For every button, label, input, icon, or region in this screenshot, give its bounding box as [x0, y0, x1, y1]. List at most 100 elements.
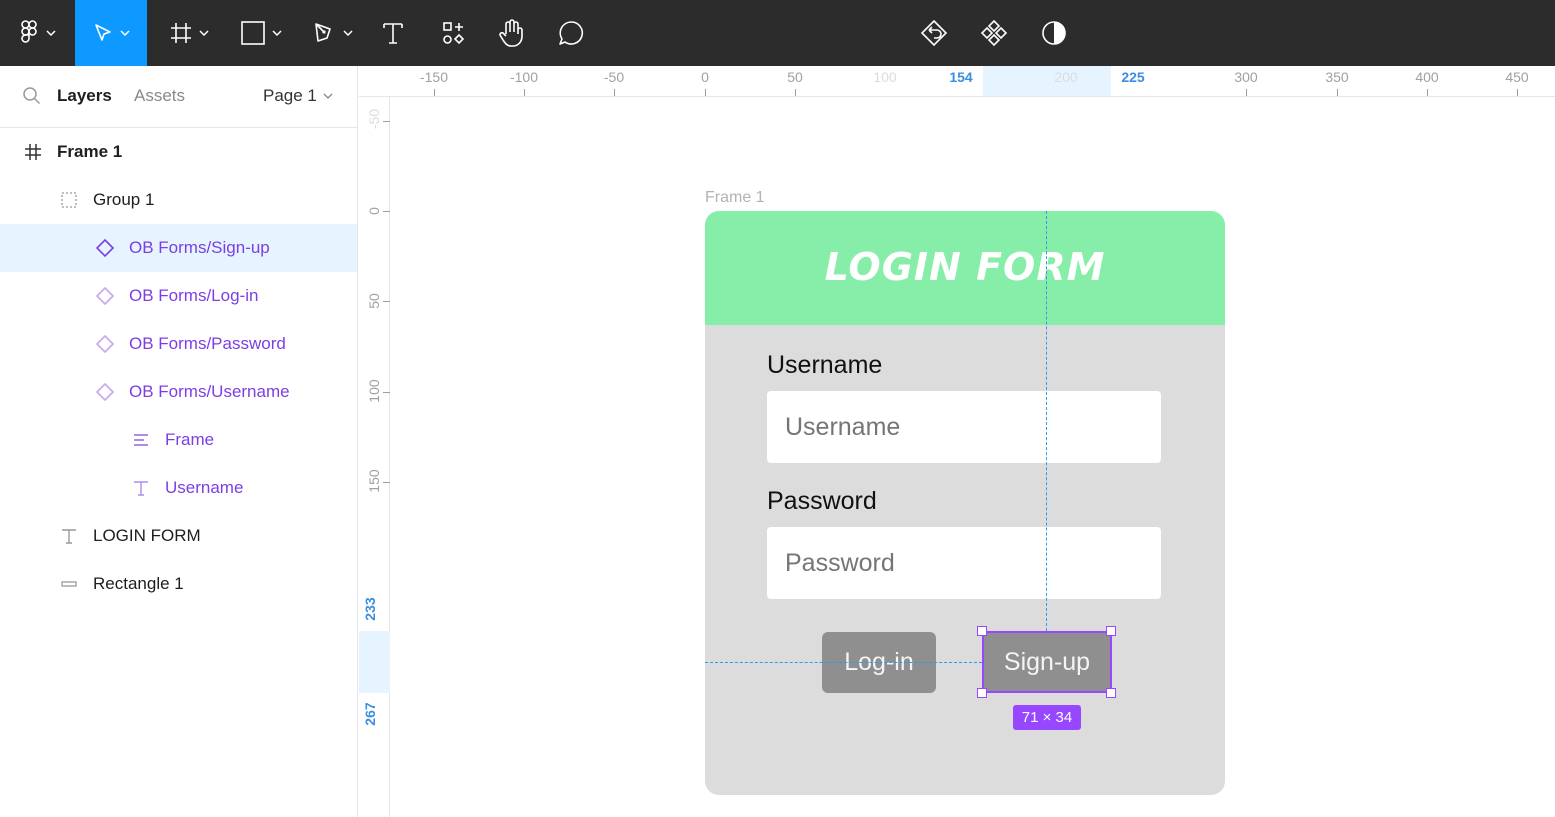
hand-icon: [499, 19, 523, 47]
measure-guide-vertical: [1046, 211, 1047, 631]
frame-name-label[interactable]: Frame 1: [705, 189, 765, 206]
ruler-top-selection: [983, 66, 1111, 97]
resize-handle-bottom-left[interactable]: [977, 688, 987, 698]
ruler-tick-label: -50: [603, 69, 625, 85]
rectangle-icon: [241, 21, 265, 45]
cursor-icon: [95, 24, 111, 41]
resize-handle-bottom-right[interactable]: [1106, 688, 1116, 698]
ruler-selection-end: 267: [362, 702, 378, 726]
comment-icon: [559, 21, 584, 45]
ruler-tick-label: 0: [701, 69, 709, 85]
ruler-tick-label: 150: [366, 469, 382, 493]
layer-label: OB Forms/Password: [129, 334, 286, 353]
rectangle-layer-icon: [58, 573, 80, 595]
layer-label: LOGIN FORM: [93, 526, 201, 545]
login-frame[interactable]: LOGIN FORM Username Password Log-in Sign…: [705, 211, 1225, 795]
reset-instance-button[interactable]: [917, 0, 951, 66]
move-tool-button[interactable]: [75, 0, 147, 66]
layer-group-1[interactable]: Group 1: [0, 176, 357, 224]
pen-tool-button[interactable]: [308, 0, 358, 66]
ruler-selection-end: 225: [1121, 69, 1145, 85]
layer-label: Group 1: [93, 190, 155, 209]
selection-box[interactable]: [982, 631, 1112, 693]
frame-icon: [22, 141, 44, 163]
contrast-icon: [1042, 21, 1066, 45]
layer-ob-forms-password[interactable]: OB Forms/Password: [0, 320, 357, 368]
resize-handle-top-left[interactable]: [977, 626, 987, 636]
size-badge: 71 × 34: [1013, 705, 1081, 730]
chevron-down-icon: [199, 30, 209, 36]
layer-rectangle-1[interactable]: Rectangle 1: [0, 560, 357, 608]
ruler-tick-label: 450: [1505, 69, 1529, 85]
toolbar: [0, 0, 1555, 66]
hand-tool-button[interactable]: [495, 0, 529, 66]
ruler-tick-label: 100: [366, 379, 382, 403]
password-label: Password: [767, 487, 877, 515]
text-tool-button[interactable]: [376, 0, 410, 66]
ruler-tick-label: 0: [366, 207, 382, 215]
instance-icon: [94, 285, 116, 307]
ruler-tick-label: -100: [509, 69, 539, 85]
ruler-tick-label: 400: [1415, 69, 1439, 85]
signup-button[interactable]: Sign-up: [982, 632, 1112, 693]
ruler-selection-start: 154: [949, 69, 973, 85]
resize-handle-top-right[interactable]: [1106, 626, 1116, 636]
shape-tool-button[interactable]: [236, 0, 286, 66]
ruler-tick-label: 350: [1325, 69, 1349, 85]
ruler-tick-label: 300: [1234, 69, 1258, 85]
ruler-left-selection: [359, 631, 390, 693]
tab-layers[interactable]: Layers: [57, 86, 112, 105]
chevron-down-icon: [323, 93, 333, 99]
ruler-tick-label: 50: [366, 293, 382, 309]
username-label: Username: [767, 351, 883, 379]
chevron-down-icon: [272, 30, 282, 36]
layer-username-text[interactable]: Username: [0, 464, 357, 512]
search-icon[interactable]: [22, 86, 42, 106]
layer-ob-forms-login[interactable]: OB Forms/Log-in: [0, 272, 357, 320]
ruler-tick-label: 100: [873, 69, 897, 85]
instance-icon: [94, 237, 116, 259]
layer-label: Username: [165, 478, 244, 497]
layer-login-form-text[interactable]: LOGIN FORM: [0, 512, 357, 560]
resources-tool-button[interactable]: [437, 0, 471, 66]
chevron-down-icon: [46, 30, 56, 36]
layers-panel: Layers Assets Page 1 Frame 1 Group 1 OB …: [0, 66, 358, 817]
form-header: LOGIN FORM: [705, 211, 1225, 325]
username-field[interactable]: [767, 391, 1161, 463]
frame-tool-button[interactable]: [164, 0, 214, 66]
figma-menu-button[interactable]: [14, 0, 62, 66]
tab-assets[interactable]: Assets: [134, 86, 186, 105]
ruler-tick-label: -150: [419, 69, 449, 85]
reset-icon: [920, 19, 948, 47]
layer-frame[interactable]: Frame: [0, 416, 357, 464]
layer-ob-forms-username[interactable]: OB Forms/Username: [0, 368, 357, 416]
layer-frame-1[interactable]: Frame 1: [0, 128, 357, 176]
layer-label: OB Forms/Log-in: [129, 286, 259, 305]
page-select[interactable]: Page 1: [263, 86, 333, 106]
page-select-label: Page 1: [263, 86, 317, 105]
contrast-button[interactable]: [1037, 0, 1071, 66]
layer-label: Rectangle 1: [93, 574, 184, 593]
layer-label: Frame: [165, 430, 215, 449]
resources-icon: [443, 22, 465, 45]
component-icon: [980, 19, 1008, 47]
ruler-top: -150 -100 -50 0 50 100 154 200 225 300 3…: [359, 66, 1555, 97]
panel-tabs: Layers Assets Page 1: [0, 66, 357, 128]
comment-tool-button[interactable]: [554, 0, 588, 66]
layer-label: OB Forms/Sign-up: [129, 238, 270, 257]
layer-ob-forms-signup[interactable]: OB Forms/Sign-up: [0, 224, 357, 272]
measure-guide-horizontal: [705, 662, 982, 663]
ruler-tick-label: -50: [366, 108, 382, 130]
group-icon: [58, 189, 80, 211]
ruler-tick-label: 200: [1054, 69, 1078, 85]
text-layer-icon: [58, 525, 80, 547]
chevron-down-icon: [343, 30, 353, 36]
layer-label: Frame 1: [57, 142, 123, 161]
password-field[interactable]: [767, 527, 1161, 599]
ruler-tick-label: 50: [787, 69, 803, 85]
text-icon: [383, 23, 403, 44]
instance-icon: [94, 381, 116, 403]
autolayout-icon: [130, 429, 152, 451]
component-button[interactable]: [977, 0, 1011, 66]
ruler-left: -50 0 50 100 150: [359, 97, 390, 817]
